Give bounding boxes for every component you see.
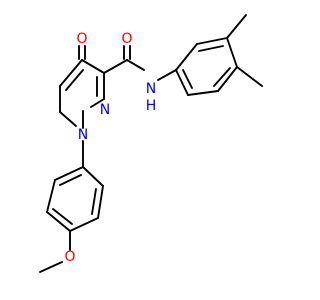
ring-carbonyl-oxygen-label: O (76, 31, 87, 47)
background (0, 0, 300, 300)
bond (196, 37, 228, 45)
bond (175, 43, 198, 71)
ring-nitrogen-2-label: N (100, 102, 110, 118)
bond (97, 185, 104, 219)
structure-canvas: O O N H N N O (0, 0, 300, 300)
bond (182, 69, 193, 89)
amide-group (103, 45, 177, 81)
bond (59, 111, 77, 127)
amide-oxygen-label: O (121, 31, 132, 47)
bond (91, 188, 97, 215)
pyridazinone-ring (59, 59, 105, 129)
bond (46, 211, 71, 232)
bond (103, 59, 128, 74)
bond (187, 90, 219, 96)
bond (52, 208, 73, 225)
methyl-bond (236, 66, 263, 87)
bond (213, 67, 231, 87)
amide-hydrogen-label: H (146, 98, 157, 114)
bond (217, 66, 238, 92)
ring-nitrogen-1-label: N (78, 127, 88, 143)
dimethylphenyl-ring (175, 14, 263, 96)
bond (54, 166, 84, 181)
bond (175, 69, 189, 96)
bond (126, 59, 145, 71)
bond (81, 59, 105, 74)
ring-carbonyl (78, 45, 86, 60)
amide-nitrogen-label: N (146, 81, 156, 97)
methoxy-oxygen-label: O (64, 249, 75, 265)
bond (69, 217, 99, 232)
bond (65, 69, 84, 91)
methoxyphenyl-ring (39, 166, 104, 273)
bond (59, 59, 83, 87)
bond (157, 69, 177, 81)
bond (226, 37, 238, 68)
bond (90, 98, 105, 108)
molecule-drawing: O O N H N N O (0, 0, 300, 300)
bond (82, 166, 104, 187)
bond (46, 179, 56, 213)
bond (59, 174, 82, 186)
methyl-bond (226, 14, 247, 39)
methyl-bond (39, 261, 63, 273)
bond (198, 45, 224, 52)
